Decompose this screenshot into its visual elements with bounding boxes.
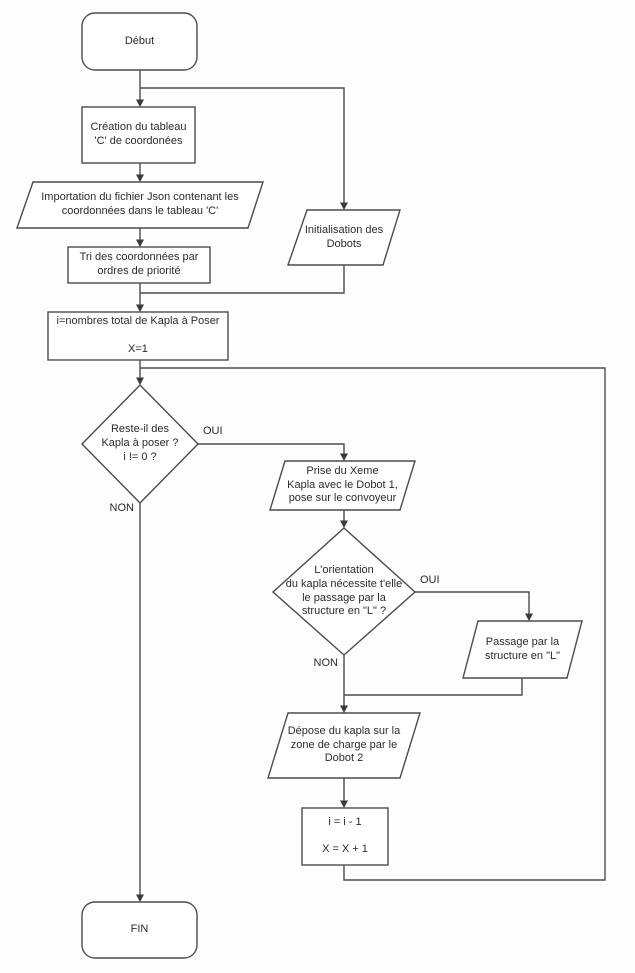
node-importation-shape — [16, 181, 264, 229]
edge-label-non-1: NON — [109, 502, 134, 514]
node-debut-shape — [81, 12, 198, 71]
arrowhead-icon — [136, 304, 144, 312]
edge-passage-merge — [344, 678, 523, 696]
edge-initialisation-merge — [140, 265, 345, 294]
arrowhead-icon — [136, 99, 144, 107]
node-creation-shape — [81, 106, 196, 164]
node-depose-shape — [267, 712, 421, 779]
node-fin-shape — [81, 901, 198, 959]
node-compteur-shape — [47, 311, 229, 361]
edge-decision1-oui-prise — [198, 443, 345, 457]
node-passage-shape — [462, 620, 583, 679]
edge-label-oui-2: OUI — [420, 574, 440, 586]
arrowhead-icon — [525, 613, 533, 621]
edge-increment-loopback — [140, 367, 606, 881]
arrowhead-icon — [340, 705, 348, 713]
arrowhead-icon — [136, 174, 144, 182]
arrowhead-icon — [340, 800, 348, 808]
arrowhead-icon — [136, 377, 144, 385]
arrowhead-icon — [340, 202, 348, 210]
arrowhead-icon — [136, 894, 144, 902]
arrowheads — [136, 99, 533, 902]
node-increment-shape — [301, 807, 389, 866]
arrowhead-icon — [136, 239, 144, 247]
node-decision-kapla-shape — [81, 384, 199, 504]
node-tri-shape — [67, 246, 211, 284]
node-decision-orientation-shape — [271, 527, 417, 656]
edge-label-oui-1: OUI — [203, 425, 223, 437]
edge-decision2-oui-passage — [415, 591, 530, 617]
arrowhead-icon — [340, 520, 348, 528]
edge-debut-initialisation — [140, 87, 345, 206]
edge-label-non-2: NON — [313, 657, 338, 669]
node-prise-shape — [269, 460, 416, 511]
node-initialisation-shape — [287, 209, 401, 266]
arrowhead-icon — [340, 453, 348, 461]
connectors — [139, 70, 606, 898]
node-shapes — [16, 12, 583, 959]
